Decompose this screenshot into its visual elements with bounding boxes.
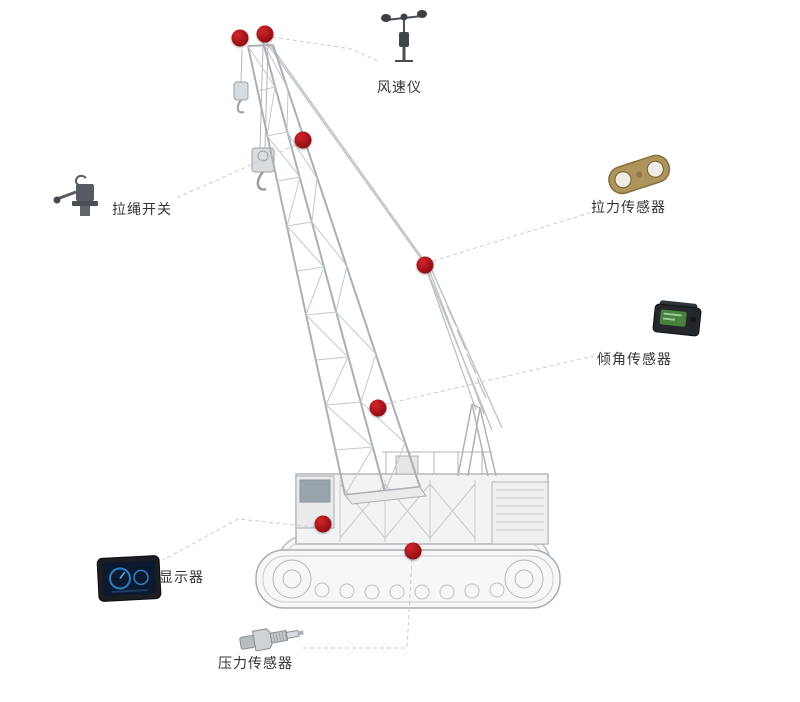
crane-mast bbox=[265, 41, 503, 431]
leader-pressure-sensor bbox=[300, 558, 413, 649]
crane-front-track bbox=[255, 549, 561, 609]
marker-undercarriage bbox=[404, 542, 422, 560]
crane-boom bbox=[247, 41, 427, 505]
leader-tension-sensor bbox=[432, 210, 597, 262]
leader-rope-switch bbox=[175, 144, 297, 199]
marker-boom-head bbox=[256, 25, 274, 43]
pressure-sensor-image bbox=[238, 616, 306, 660]
crane-gantry bbox=[457, 403, 497, 477]
tilt-sensor-image bbox=[648, 294, 706, 346]
rope-switch-image bbox=[52, 172, 114, 220]
tension-sensor-image bbox=[602, 146, 676, 202]
label-rope-switch: 拉绳开关 bbox=[112, 201, 172, 217]
label-anemometer: 风速仪 bbox=[377, 79, 422, 95]
marker-upper-boom bbox=[294, 131, 312, 149]
marker-mast-top bbox=[416, 256, 434, 274]
marker-superstructure bbox=[314, 515, 332, 533]
anemometer-image bbox=[378, 8, 430, 66]
marker-boom-mid bbox=[369, 399, 387, 417]
leader-display bbox=[162, 518, 316, 561]
leader-tilt-sensor bbox=[385, 355, 595, 405]
display-image bbox=[96, 552, 162, 604]
marker-boom-tip-aux bbox=[231, 29, 249, 47]
label-tilt-sensor: 倾角传感器 bbox=[597, 351, 672, 367]
label-pressure-sensor: 压力传感器 bbox=[218, 655, 293, 671]
label-display: 显示器 bbox=[159, 569, 204, 585]
leader-anemometer bbox=[271, 36, 379, 62]
crane-body bbox=[295, 451, 549, 545]
label-tension-sensor: 拉力传感器 bbox=[591, 199, 666, 215]
